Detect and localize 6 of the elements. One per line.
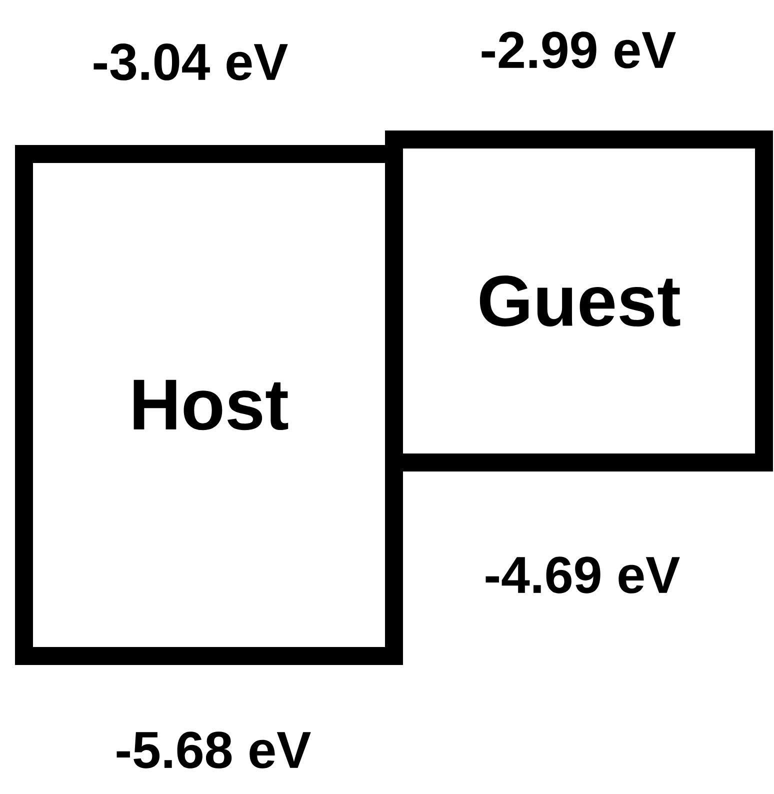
energy-label: -2.99 eV [482, 32, 676, 68]
energy-label: -5.68 eV [116, 732, 311, 768]
level-box: Guest [385, 130, 773, 472]
energy-label: -4.69 eV [486, 556, 680, 594]
energy-label: -3.04 eV [94, 44, 288, 80]
level-box: Host [15, 145, 403, 665]
